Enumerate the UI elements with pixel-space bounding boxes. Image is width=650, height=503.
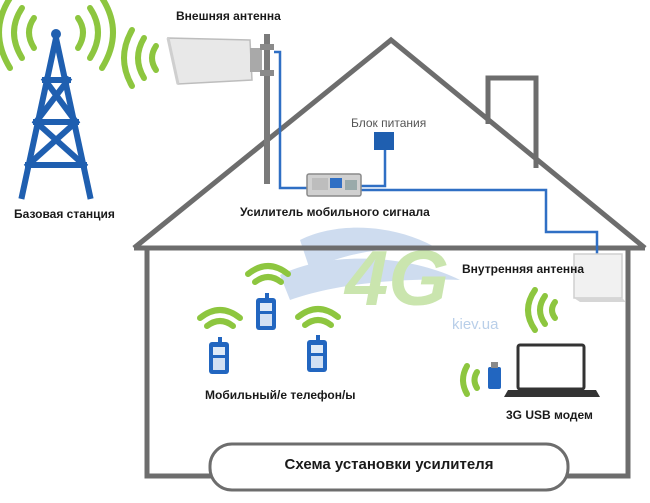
house-roof (132, 36, 647, 250)
base-station-label: Базовая станция (14, 207, 115, 221)
watermark-site: kiev.ua (452, 316, 499, 333)
power-supply-label: Блок питания (351, 116, 427, 130)
watermark-4g-logo: 4G (280, 227, 460, 322)
usb-modem-label: 3G USB модем (506, 408, 593, 422)
laptop-icon (504, 343, 600, 397)
mobile-phone-icon (197, 263, 341, 374)
caption-frame (208, 442, 570, 492)
modem-waves-icon (460, 363, 480, 397)
amplifier-label: Усилитель мобильного сигнала (240, 205, 430, 219)
mobile-phones-label: Мобильный/е телефон/ы (205, 388, 356, 402)
amplifier-icon (306, 173, 362, 197)
external-antenna-label: Внешняя антенна (176, 9, 281, 23)
signal-waves-icon (0, 0, 116, 71)
power-supply-icon (374, 132, 394, 150)
antenna-cable (274, 50, 599, 255)
internal-antenna-label: Внутренняя антенна (462, 262, 585, 276)
cell-tower-icon (18, 29, 94, 200)
external-antenna-waves-icon (121, 27, 159, 89)
usb-modem-icon (488, 362, 501, 389)
house-chimney (485, 75, 539, 168)
panel-antenna-icon (166, 34, 274, 184)
indoor-antenna-icon (573, 253, 626, 302)
indoor-antenna-waves-icon (525, 287, 558, 333)
caption-title: Схема установки усилителя (284, 456, 494, 473)
